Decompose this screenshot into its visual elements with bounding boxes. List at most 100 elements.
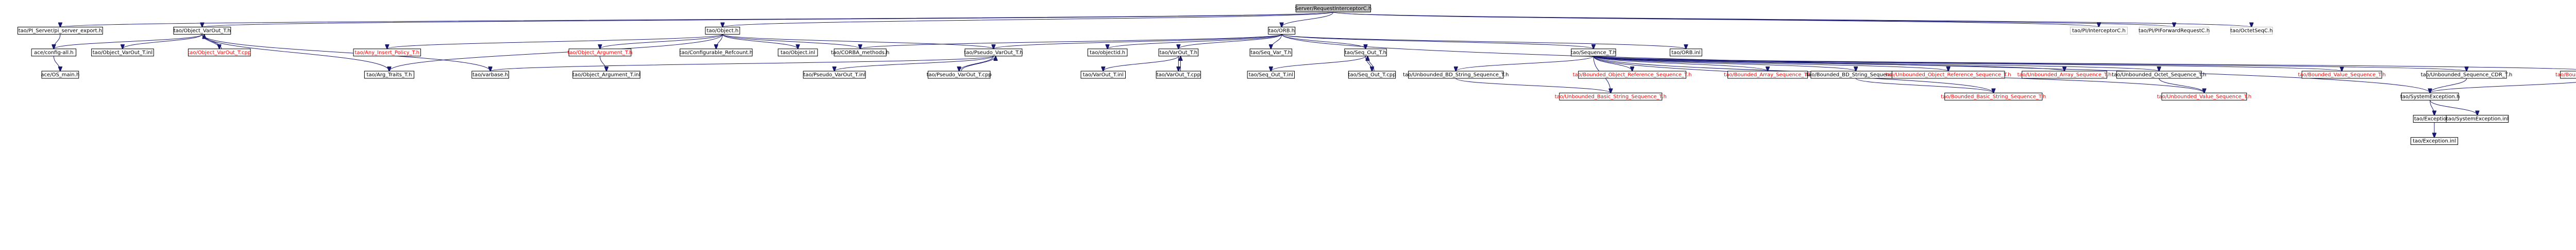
node-n19[interactable]: tao/Pseudo_VarOut_T.h [964,48,1023,57]
node-n41[interactable]: tao/Unbounded_Sequence_CDR_T.h [2421,71,2513,79]
node-n7[interactable]: tao/OctetSeqC.h [2230,26,2273,35]
node-label: tao/Object_VarOut_T.cpp [188,50,251,56]
node-box[interactable] [705,26,740,35]
node-box[interactable] [17,26,103,35]
node-box[interactable] [1249,48,1293,57]
node-box[interactable] [1344,48,1387,57]
node-n22[interactable]: tao/Pseudo_VarOut_T.cpp [926,71,992,79]
node-box[interactable] [188,48,251,57]
node-box[interactable] [1268,26,1296,35]
node-n9[interactable]: ace/OS_main.h [41,71,79,79]
node-n45[interactable]: tao/Unbounded_Value_Sequence_T.h [2157,92,2251,101]
node-n1[interactable]: tao/PI_Server/pi_server_export.h [17,26,103,35]
node-n6[interactable]: tao/PI/PIForwardRequestC.h [2139,26,2210,35]
node-n25[interactable]: tao/VarOut_T.inl [1080,71,1126,79]
node-n48[interactable]: tao/SystemException.inl [2446,114,2509,123]
node-box[interactable] [1408,71,1504,79]
node-n12[interactable]: tao/Any_Insert_Policy_T.h [353,48,421,57]
node-n33[interactable]: tao/Unbounded_BD_String_Sequence_T.h [1403,71,1509,79]
node-n32[interactable]: tao/ORB.inl [1669,48,1702,57]
node-box[interactable] [2139,26,2210,35]
node-box[interactable] [834,48,887,57]
node-n5[interactable]: tao/PI/InterceptorC.h [2070,26,2128,35]
node-box[interactable] [1669,48,1702,57]
node-n21[interactable]: tao/Pseudo_VarOut_T.inl [803,71,866,79]
node-box[interactable] [2161,92,2247,101]
node-label: tao/PI_Server/pi_server_export.h [19,28,102,34]
node-n14[interactable]: tao/Object_Argument_T.h [567,48,633,57]
node-n39[interactable]: tao/Unbounded_Octet_Sequence_T.h [2112,71,2206,79]
node-box[interactable] [2401,92,2459,101]
edge-n2-n8 [54,34,202,48]
node-n49[interactable]: tao/Exception.inl [2410,137,2459,145]
node-n15[interactable]: tao/Object_Argument_T.inl [572,71,640,79]
node-n35[interactable]: tao/Bounded_Array_Sequence_T.h [1724,71,1811,79]
node-box[interactable] [572,71,640,79]
node-box[interactable] [568,48,632,57]
node-n4[interactable]: tao/ORB.h [1268,26,1296,35]
node-box[interactable] [471,71,510,79]
node-box[interactable] [1891,71,2005,79]
node-n10[interactable]: tao/Object_VarOut_T.inl [91,48,154,57]
node-box[interactable] [964,48,1023,57]
node-box[interactable] [1156,71,1201,79]
node-box[interactable] [1158,48,1199,57]
node-box[interactable] [2230,26,2273,35]
node-box[interactable] [91,48,154,57]
node-n42[interactable]: tao/Bounded_Sequence_CDR_T.h [2555,71,2576,79]
node-box[interactable] [2070,26,2128,35]
node-n20[interactable]: tao/varbase.h [471,71,510,79]
node-box[interactable] [803,71,866,79]
node-box[interactable] [2446,114,2509,123]
node-box[interactable] [2560,71,2576,79]
node-box[interactable] [31,48,77,57]
node-n16[interactable]: tao/Configurable_Refcount.h [680,48,753,57]
node-n26[interactable]: tao/VarOut_T.cpp [1156,71,1201,79]
node-n11[interactable]: tao/Object_VarOut_T.cpp [188,48,251,57]
node-box[interactable] [1727,71,1808,79]
node-n18[interactable]: tao/CORBA_methods.h [831,48,889,57]
node-n0[interactable]: Server/RequestInterceptorC.h [1295,4,1372,12]
node-n40[interactable]: tao/Bounded_Value_Sequence_T.h [2298,71,2386,79]
node-box[interactable] [1559,92,1663,101]
node-box[interactable] [364,71,415,79]
node-box[interactable] [1944,92,2043,101]
node-box[interactable] [1087,48,1128,57]
node-n23[interactable]: tao/objectid.h [1087,48,1128,57]
node-n31[interactable]: tao/Sequence_T.h [1571,48,1616,57]
node-box[interactable] [1348,71,1396,79]
node-box[interactable] [1247,71,1295,79]
node-box[interactable] [680,48,753,57]
node-box[interactable] [1080,71,1126,79]
node-box[interactable] [777,48,818,57]
node-box[interactable] [2022,71,2107,79]
node-box[interactable] [2410,137,2459,145]
node-box[interactable] [2116,71,2202,79]
node-box[interactable] [1571,48,1616,57]
node-n46[interactable]: tao/SystemException.h [2400,92,2460,101]
node-n38[interactable]: tao/Unbounded_Array_Sequence_T.h [2018,71,2112,79]
node-box[interactable] [1578,71,1687,79]
node-n17[interactable]: tao/Object.inl [777,48,818,57]
node-n34[interactable]: tao/Bounded_Object_Reference_Sequence_T.… [1573,71,1692,79]
node-n28[interactable]: tao/Seq_Out_T.h [1344,48,1387,57]
edge-n3-n18 [722,34,860,48]
node-box[interactable] [2426,71,2507,79]
node-n3[interactable]: tao/Object.h [705,26,740,35]
node-n43[interactable]: tao/Unbounded_Basic_String_Sequence_T.h [1555,92,1667,101]
node-n8[interactable]: ace/config-all.h [31,48,77,57]
node-n13[interactable]: tao/Arg_Traits_T.h [364,71,415,79]
node-n29[interactable]: tao/Seq_Out_T.inl [1247,71,1295,79]
node-n2[interactable]: tao/Object_VarOut_T.h [173,26,231,35]
node-n37[interactable]: tao/Unbounded_Object_Reference_Sequence_… [1886,71,2011,79]
node-n24[interactable]: tao/VarOut_T.h [1158,48,1199,57]
node-box[interactable] [173,26,231,35]
node-box[interactable] [2301,71,2382,79]
node-n30[interactable]: tao/Seq_Out_T.cpp [1348,71,1396,79]
node-n44[interactable]: tao/Bounded_Basic_String_Sequence_T.h [1941,92,2046,101]
node-box[interactable] [1295,4,1371,12]
node-n27[interactable]: tao/Seq_Var_T.h [1249,48,1293,57]
node-box[interactable] [41,71,79,79]
node-box[interactable] [353,48,421,57]
node-box[interactable] [927,71,991,79]
